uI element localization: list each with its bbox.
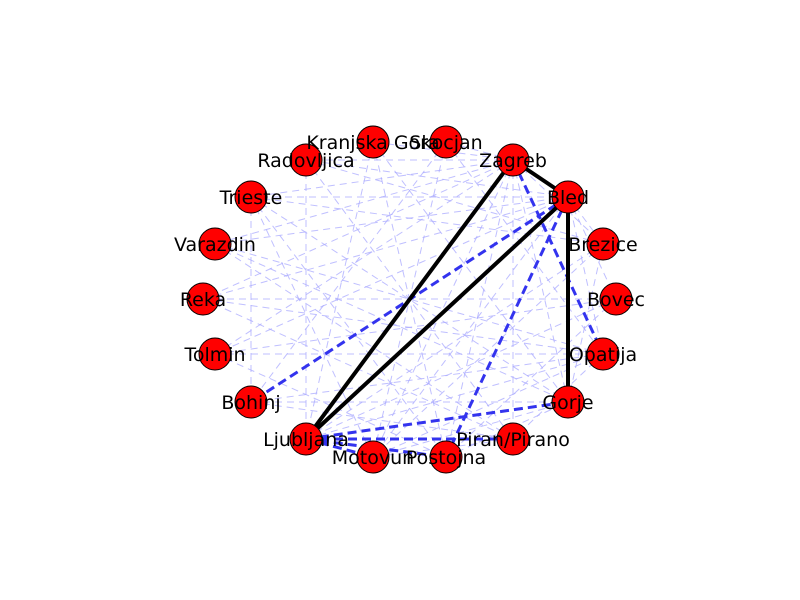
node-label-piran: Piran/Pirano <box>456 429 570 451</box>
edge-candidate-zagreb-opatija <box>511 159 605 355</box>
edge-other-bovec-ljubljana <box>305 298 617 440</box>
edge-other-skocjan-bohinj <box>250 141 447 403</box>
node-opatija <box>586 337 620 371</box>
node-label-motovun: Motovun <box>332 447 414 469</box>
edge-other-gorje-motovun <box>372 401 569 458</box>
node-zagreb <box>496 143 530 177</box>
node-label-gorje: Gorje <box>542 392 593 414</box>
node-label-bovec: Bovec <box>587 289 645 311</box>
edge-other-bohinj-piran <box>250 401 514 440</box>
edge-other-varazdin-opatija <box>214 243 604 355</box>
node-trieste <box>234 180 268 214</box>
node-skocjan <box>429 125 463 159</box>
edge-other-bled-motovun <box>372 196 569 458</box>
edge-other-tolmin-bovec <box>214 298 617 355</box>
edge-other-trieste-gorje <box>250 196 569 403</box>
edge-other-zagreb-gorje <box>512 159 569 403</box>
edge-other-kranjska_gora-gorje <box>372 141 569 403</box>
node-label-tolmin: Tolmin <box>183 344 245 366</box>
edge-other-kranjska_gora-ljubljana <box>305 141 374 440</box>
node-motovun <box>356 440 390 474</box>
edge-route-ljubljana-zagreb <box>304 158 515 441</box>
node-label-varazdin: Varazdin <box>174 234 256 256</box>
node-kranjska_gora <box>356 125 390 159</box>
edge-other-bled-tolmin <box>214 196 569 355</box>
edge-candidate-bled-postojna <box>444 196 570 458</box>
edge-other-brezice-gorje <box>567 243 604 403</box>
node-bohinj <box>234 385 268 419</box>
node-gorje <box>551 385 585 419</box>
node-brezice <box>586 227 620 261</box>
edge-other-zagreb-varazdin <box>214 159 514 245</box>
node-label-opatija: Opatija <box>569 344 637 366</box>
edge-candidate-ljubljana-gorje <box>305 400 569 441</box>
edge-other-zagreb-motovun <box>372 159 514 458</box>
edge-other-bled-opatija <box>567 196 604 355</box>
node-varazdin <box>198 227 232 261</box>
edge-route-ljubljana-bled <box>304 195 570 441</box>
node-label-skocjan: Skocjan <box>409 132 482 154</box>
node-ljubljana <box>289 422 323 456</box>
edge-other-zagreb-postojna <box>445 159 514 458</box>
node-label-ljubljana: Ljubljana <box>263 429 349 451</box>
node-postojna <box>429 440 463 474</box>
node-label-bled: Bled <box>547 187 589 209</box>
node-label-brezice: Brezice <box>568 234 638 256</box>
node-piran <box>496 422 530 456</box>
node-reka <box>186 282 220 316</box>
node-label-reka: Reka <box>180 289 226 311</box>
edge-other-bled-reka <box>202 196 569 300</box>
node-labels: Kranjska GoraSkocjanZagrebBledBreziceBov… <box>174 132 645 469</box>
node-label-radovljica: Radovljica <box>257 150 354 172</box>
node-label-kranjska_gora: Kranjska Gora <box>306 132 439 154</box>
node-bled <box>551 180 585 214</box>
edge-other-opatija-ljubljana <box>305 353 604 440</box>
edge-other-trieste-postojna <box>250 196 447 458</box>
node-label-bohinj: Bohinj <box>221 392 280 414</box>
node-label-trieste: Trieste <box>219 187 283 209</box>
node-label-zagreb: Zagreb <box>479 150 547 172</box>
node-bovec <box>599 282 633 316</box>
edge-other-bled-bovec <box>567 196 617 300</box>
node-radovljica <box>289 143 323 177</box>
edge-other-reka-opatija <box>202 298 604 355</box>
nodes <box>186 125 633 474</box>
node-tolmin <box>198 337 232 371</box>
edge-other-zagreb-trieste <box>250 159 514 198</box>
edge-other-bovec-postojna <box>445 298 617 458</box>
edge-other-brezice-motovun <box>372 243 604 458</box>
edge-other-bled-radovljica <box>305 159 569 198</box>
edge-other-skocjan-opatija <box>445 141 604 355</box>
node-label-postojna: Postojna <box>406 447 486 469</box>
